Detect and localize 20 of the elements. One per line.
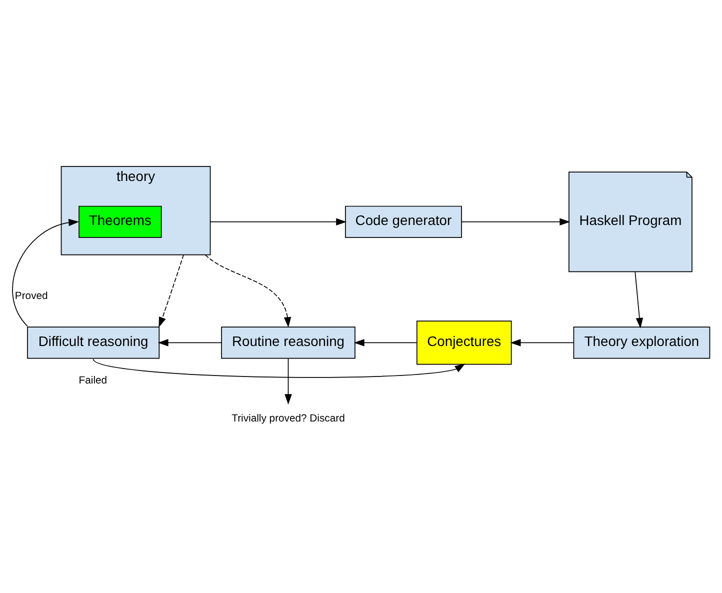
node-text: Trivially proved? Discard (232, 413, 345, 424)
arrow (158, 338, 222, 346)
arrow (634, 270, 644, 328)
arrow (284, 358, 292, 404)
arrow (158, 254, 184, 327)
arrow (210, 218, 347, 225)
arrow (461, 218, 570, 225)
node-box: Routine reasoning (221, 326, 356, 358)
node-box: Conjectures (416, 320, 512, 364)
node-box: Code generator (345, 205, 462, 238)
node-box: Difficult reasoning (27, 326, 160, 358)
edge-label: Failed (78, 375, 108, 386)
arrow (12, 218, 80, 326)
node-box: Theorems (78, 205, 162, 238)
edge-label: Proved (14, 290, 48, 302)
arrow (354, 338, 417, 346)
node-box: Theory exploration (573, 326, 710, 358)
arrow (204, 254, 292, 328)
arrow (92, 358, 466, 378)
arrow (510, 338, 574, 346)
